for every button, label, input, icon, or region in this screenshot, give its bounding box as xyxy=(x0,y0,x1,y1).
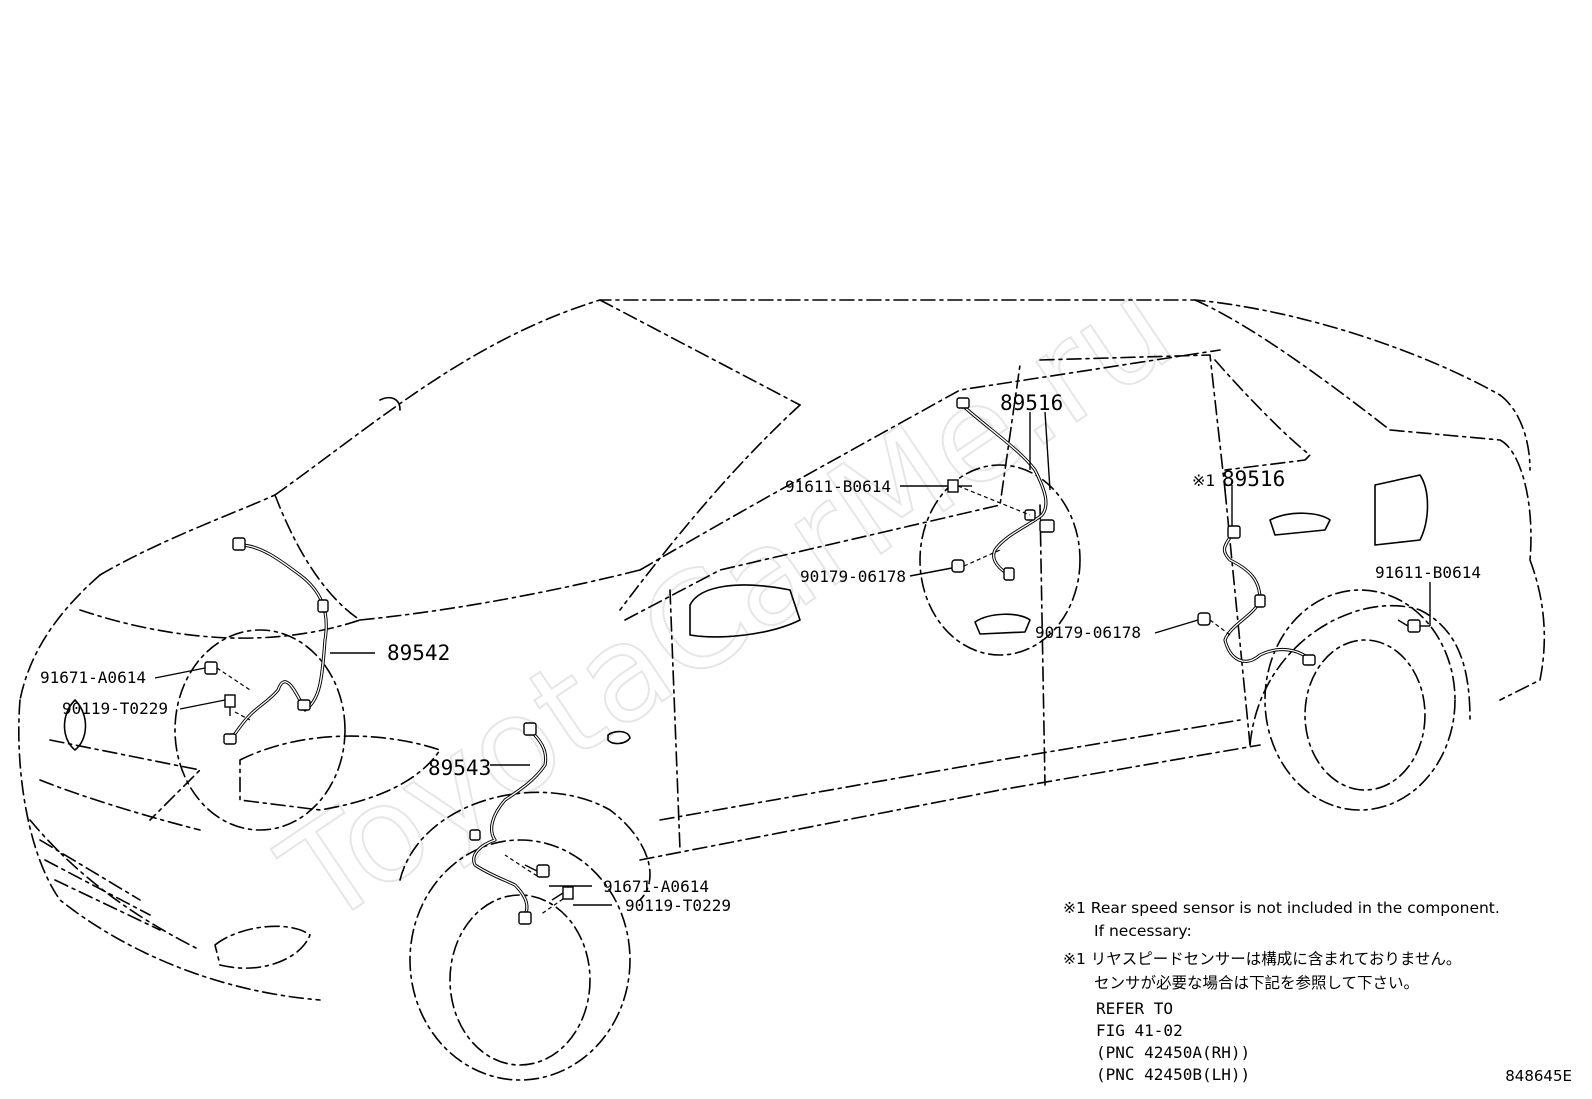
note-jp-line2: センサが必要な場合は下記を参照して下さい。 xyxy=(1094,974,1420,992)
clip-90179-right xyxy=(1197,612,1211,626)
label-90119-lower: 90119-T0229 xyxy=(625,896,731,915)
label-91671-upper: 91671-A0614 xyxy=(40,668,146,687)
label-90119-upper: 90119-T0229 xyxy=(62,699,168,718)
bolt-91671-upper xyxy=(204,661,218,675)
note-refer-line4: (PNC 42450B(LH)) xyxy=(1096,1065,1251,1084)
label-89516-rear-mark: ※1 xyxy=(1192,471,1215,490)
label-91611-right: 91611-B0614 xyxy=(1375,563,1481,582)
note-jp-line1: ※1 リヤスピードセンサーは構成に含まれておりません。 xyxy=(1063,950,1462,968)
clip-90179-left xyxy=(951,559,965,573)
harness-89543-front-left xyxy=(469,722,548,925)
label-89543: 89543 xyxy=(428,756,491,780)
bolt-91611-right xyxy=(1397,619,1421,633)
harness-89516-rear-right xyxy=(1222,525,1316,666)
clip-90119-upper xyxy=(224,694,236,716)
label-90179-left: 90179-06178 xyxy=(800,567,906,586)
clip-90119-lower xyxy=(551,886,574,901)
bolt-91671-lower xyxy=(524,864,550,878)
label-91671-lower: 91671-A0614 xyxy=(603,877,709,896)
label-90179-right: 90179-06178 xyxy=(1035,623,1141,642)
watermark-text: ToyotaCarMe.ru xyxy=(256,250,1199,956)
label-89516-top: 89516 xyxy=(1000,391,1063,415)
label-89542: 89542 xyxy=(387,641,450,665)
note-en-line2: If necessary: xyxy=(1094,922,1192,940)
harness-89542-front-right xyxy=(223,537,329,745)
note-refer-line1: REFER TO xyxy=(1096,999,1174,1018)
car-body-outline xyxy=(18,299,1546,1081)
note-refer-line2: FIG 41-02 xyxy=(1096,1021,1183,1040)
watermark: ToyotaCarMe.ru xyxy=(255,249,1200,957)
leader-lines xyxy=(154,411,1431,916)
label-91611-left: 91611-B0614 xyxy=(785,477,891,496)
diagram-id: 848645E xyxy=(1505,1067,1572,1085)
note-refer-line3: (PNC 42450A(RH)) xyxy=(1096,1043,1251,1062)
part-labels: 89516 91611-B0614 90179-06178 ※1 89516 9… xyxy=(40,391,1481,915)
note-en-line1: ※1 Rear speed sensor is not included in … xyxy=(1063,899,1500,917)
label-89516-rear: 89516 xyxy=(1222,467,1285,491)
